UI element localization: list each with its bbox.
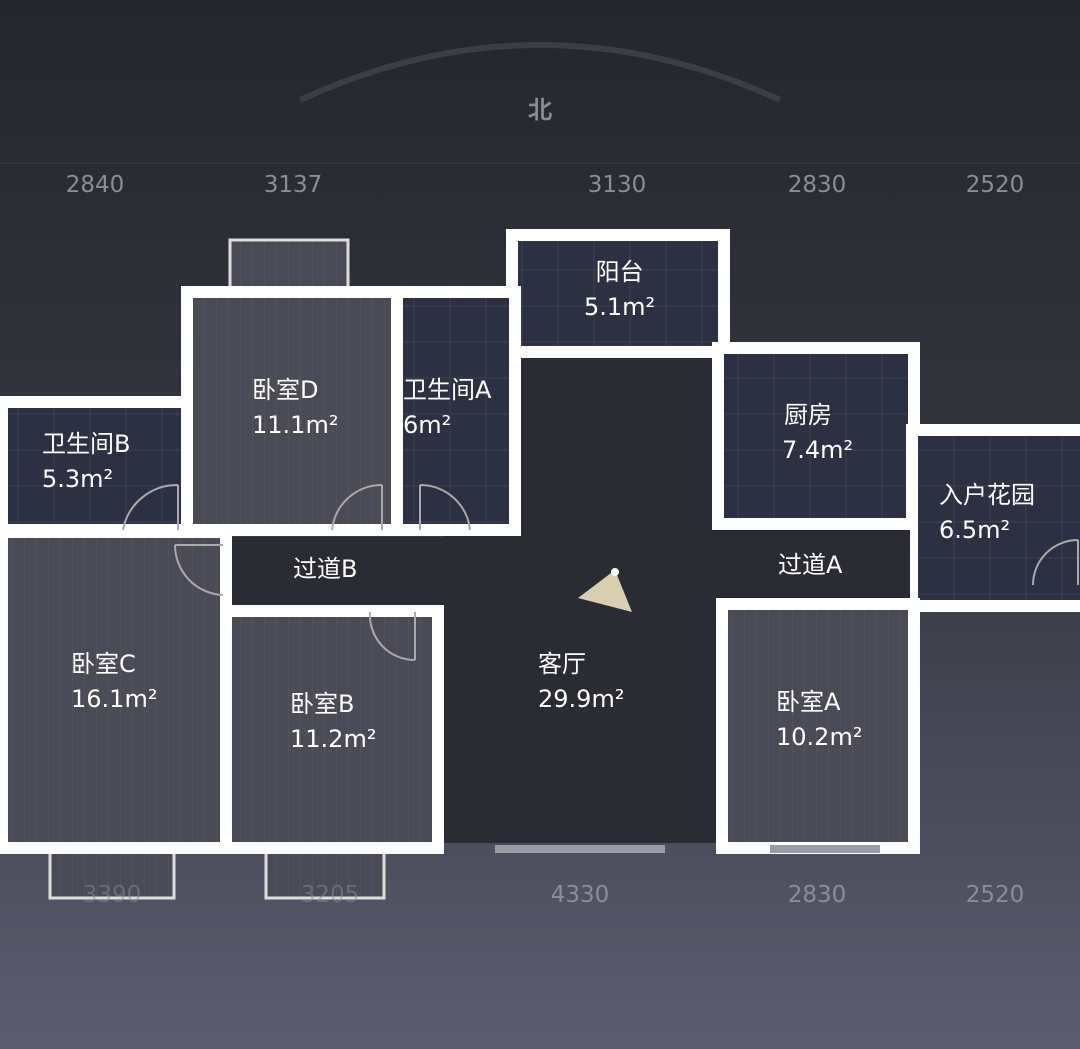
room-name: 过道B (293, 555, 358, 583)
room-entry-garden (906, 424, 1080, 612)
room-label-bedroom-d[interactable]: 卧室D 11.1m² (252, 373, 338, 443)
dimension-top: 3130 (587, 172, 647, 198)
room-name: 阳台 (595, 258, 644, 286)
room-area: 10.2m² (776, 722, 863, 751)
room-label-bedroom-b[interactable]: 卧室B 11.2m² (290, 687, 376, 757)
room-name: 卧室C (71, 650, 136, 678)
room-area: 11.2m² (290, 724, 377, 753)
room-name: 过道A (778, 551, 843, 579)
room-area: 5.3m² (42, 464, 114, 493)
room-name: 卫生间A (403, 376, 492, 404)
room-name: 入户花园 (939, 481, 1035, 509)
dimension-bottom: 3390 (82, 882, 142, 908)
door-entry (1032, 539, 1079, 586)
door-bathroom-a (419, 483, 471, 531)
room-name: 卧室B (290, 690, 355, 718)
room-bedroom-c (0, 526, 232, 854)
room-bathroom-a (391, 286, 521, 536)
camera-view-icon (578, 570, 632, 612)
dimension-top: 2840 (65, 172, 125, 198)
compass-arc (298, 42, 782, 103)
dimension-top: 3137 (263, 172, 323, 198)
room-label-corridor-b[interactable]: 过道B (293, 552, 357, 587)
room-label-corridor-a[interactable]: 过道A (778, 548, 842, 583)
door-bedroom-c (173, 544, 224, 596)
room-kitchen (712, 342, 920, 530)
room-label-bathroom-a[interactable]: 卫生间A 6m² (403, 373, 491, 443)
room-label-bedroom-c[interactable]: 卧室C 16.1m² (71, 647, 157, 717)
dimension-top: 2520 (965, 172, 1025, 198)
room-label-living[interactable]: 客厅 29.9m² (538, 647, 624, 717)
room-area: 11.1m² (252, 410, 339, 439)
room-name: 厨房 (784, 401, 832, 429)
room-name: 客厅 (538, 650, 586, 678)
room-label-bathroom-b[interactable]: 卫生间B 5.3m² (42, 427, 130, 497)
room-balcony (506, 229, 730, 358)
room-area: 6m² (403, 410, 452, 439)
compass-north-label: 北 (528, 96, 552, 124)
room-area: 6.5m² (939, 515, 1011, 544)
room-area: 5.1m² (584, 292, 656, 321)
room-label-entry-garden[interactable]: 入户花园 6.5m² (939, 478, 1035, 548)
door-bedroom-d (331, 483, 383, 531)
room-bathroom-b (0, 396, 193, 536)
room-label-balcony[interactable]: 阳台 5.1m² (584, 255, 655, 325)
room-name: 卫生间B (42, 430, 131, 458)
room-area: 29.9m² (538, 684, 625, 713)
room-name: 卧室A (776, 688, 841, 716)
room-bedroom-a (716, 598, 920, 854)
room-name: 卧室D (252, 376, 319, 404)
dimension-bottom: 3205 (300, 882, 360, 908)
dimension-bottom: 4330 (550, 882, 610, 908)
room-bedroom-b (220, 605, 444, 854)
dimension-bottom: 2520 (965, 882, 1025, 908)
room-corridor-a (718, 530, 910, 604)
room-area: 7.4m² (782, 435, 854, 464)
room-area: 16.1m² (71, 684, 158, 713)
room-corridor-b (226, 537, 443, 607)
room-label-kitchen[interactable]: 厨房 7.4m² (782, 398, 853, 468)
door-bathroom-b (122, 483, 179, 531)
door-bedroom-b (368, 611, 416, 662)
dimension-bottom: 2830 (787, 882, 847, 908)
room-label-bedroom-a[interactable]: 卧室A 10.2m² (776, 685, 862, 755)
dimension-top: 2830 (787, 172, 847, 198)
